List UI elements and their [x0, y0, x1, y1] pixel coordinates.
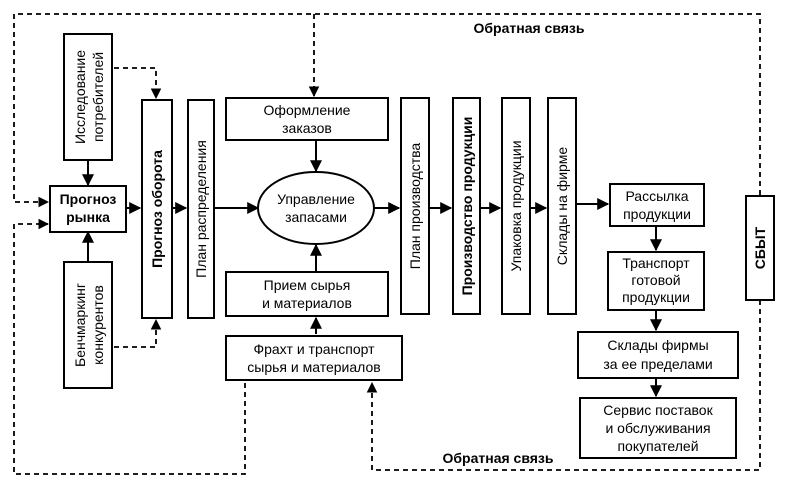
- node-inventory-management: Управление запасами: [257, 171, 375, 245]
- raw-receipt-line1: Прием сырья: [264, 277, 351, 293]
- node-delivery-service: Сервис поставок и обслуживания покупател…: [579, 397, 737, 459]
- feedback-top-label: Обратная связь: [474, 20, 585, 36]
- benchmarking-line1: Бенчмаркинг: [72, 283, 88, 367]
- production-plan-label: План производства: [407, 143, 423, 270]
- feedback-bottom-label: Обратная связь: [443, 450, 554, 466]
- raw-receipt-line2: и материалов: [262, 295, 352, 311]
- consumer-research-line1: Исследование: [72, 50, 88, 144]
- feedback-bottom-loop: [366, 300, 761, 471]
- consumer-research-line2: потребителей: [90, 52, 106, 142]
- node-raw-receipt: Прием сырья и материалов: [225, 271, 389, 317]
- link-benchmark-turnover: [114, 318, 162, 348]
- link-research-turnover: [114, 67, 162, 100]
- market-forecast-line2: рынка: [66, 209, 110, 225]
- delivery-service-line2: и обслуживания: [605, 420, 710, 436]
- outside-warehouses-line1: Склады фирмы: [607, 337, 708, 353]
- firm-warehouses-label: Склады на фирме: [554, 147, 570, 266]
- node-market-forecast: Прогноз рынка: [49, 185, 127, 233]
- node-freight-transport: Фрахт и транспорт сырья и материалов: [225, 335, 403, 381]
- finished-transport-line1: Транспорт: [622, 255, 690, 271]
- inventory-management-line1: Управление: [277, 191, 355, 207]
- freight-transport-line1: Фрахт и транспорт: [253, 341, 375, 357]
- node-distribution-plan: План распределения: [187, 99, 215, 319]
- distribution-plan-label: План распределения: [193, 140, 209, 278]
- market-forecast-line1: Прогноз: [60, 191, 117, 207]
- node-production: Производство продукции: [452, 97, 481, 315]
- sales-label: СБЫТ: [752, 226, 768, 269]
- node-packaging: Упаковка продукции: [501, 97, 531, 315]
- benchmarking-line2: конкурентов: [90, 285, 106, 365]
- product-dispatch-line2: продукции: [623, 206, 691, 222]
- inventory-management-line2: запасами: [285, 209, 347, 225]
- node-order-processing: Оформление заказов: [225, 97, 389, 141]
- outside-warehouses-line2: за ее пределами: [603, 356, 712, 372]
- packaging-label: Упаковка продукции: [508, 140, 524, 271]
- production-label: Производство продукции: [459, 117, 475, 296]
- order-processing-line1: Оформление: [264, 102, 351, 118]
- feedback-top-loop: [13, 13, 761, 208]
- finished-transport-line3: продукции: [622, 289, 690, 305]
- freight-transport-line2: сырья и материалов: [247, 359, 380, 375]
- node-consumer-research: Исследование потребителей: [63, 33, 113, 161]
- node-benchmarking: Бенчмаркинг конкурентов: [63, 261, 113, 389]
- product-dispatch-line1: Рассылка: [625, 188, 688, 204]
- node-production-plan: План производства: [400, 97, 430, 315]
- node-firm-warehouses: Склады на фирме: [547, 97, 577, 315]
- node-outside-warehouses: Склады фирмы за ее пределами: [577, 331, 739, 379]
- node-product-dispatch: Рассылка продукции: [609, 183, 705, 227]
- node-finished-transport: Транспорт готовой продукции: [607, 251, 705, 311]
- finished-transport-line2: готовой: [631, 272, 680, 288]
- order-processing-line2: заказов: [282, 120, 332, 136]
- node-turnover-forecast: Прогноз оборота: [141, 99, 173, 319]
- turnover-forecast-label: Прогноз оборота: [149, 150, 165, 268]
- delivery-service-line3: покупателей: [617, 438, 698, 454]
- delivery-service-line1: Сервис поставок: [603, 402, 713, 418]
- node-sales: СБЫТ: [745, 195, 775, 301]
